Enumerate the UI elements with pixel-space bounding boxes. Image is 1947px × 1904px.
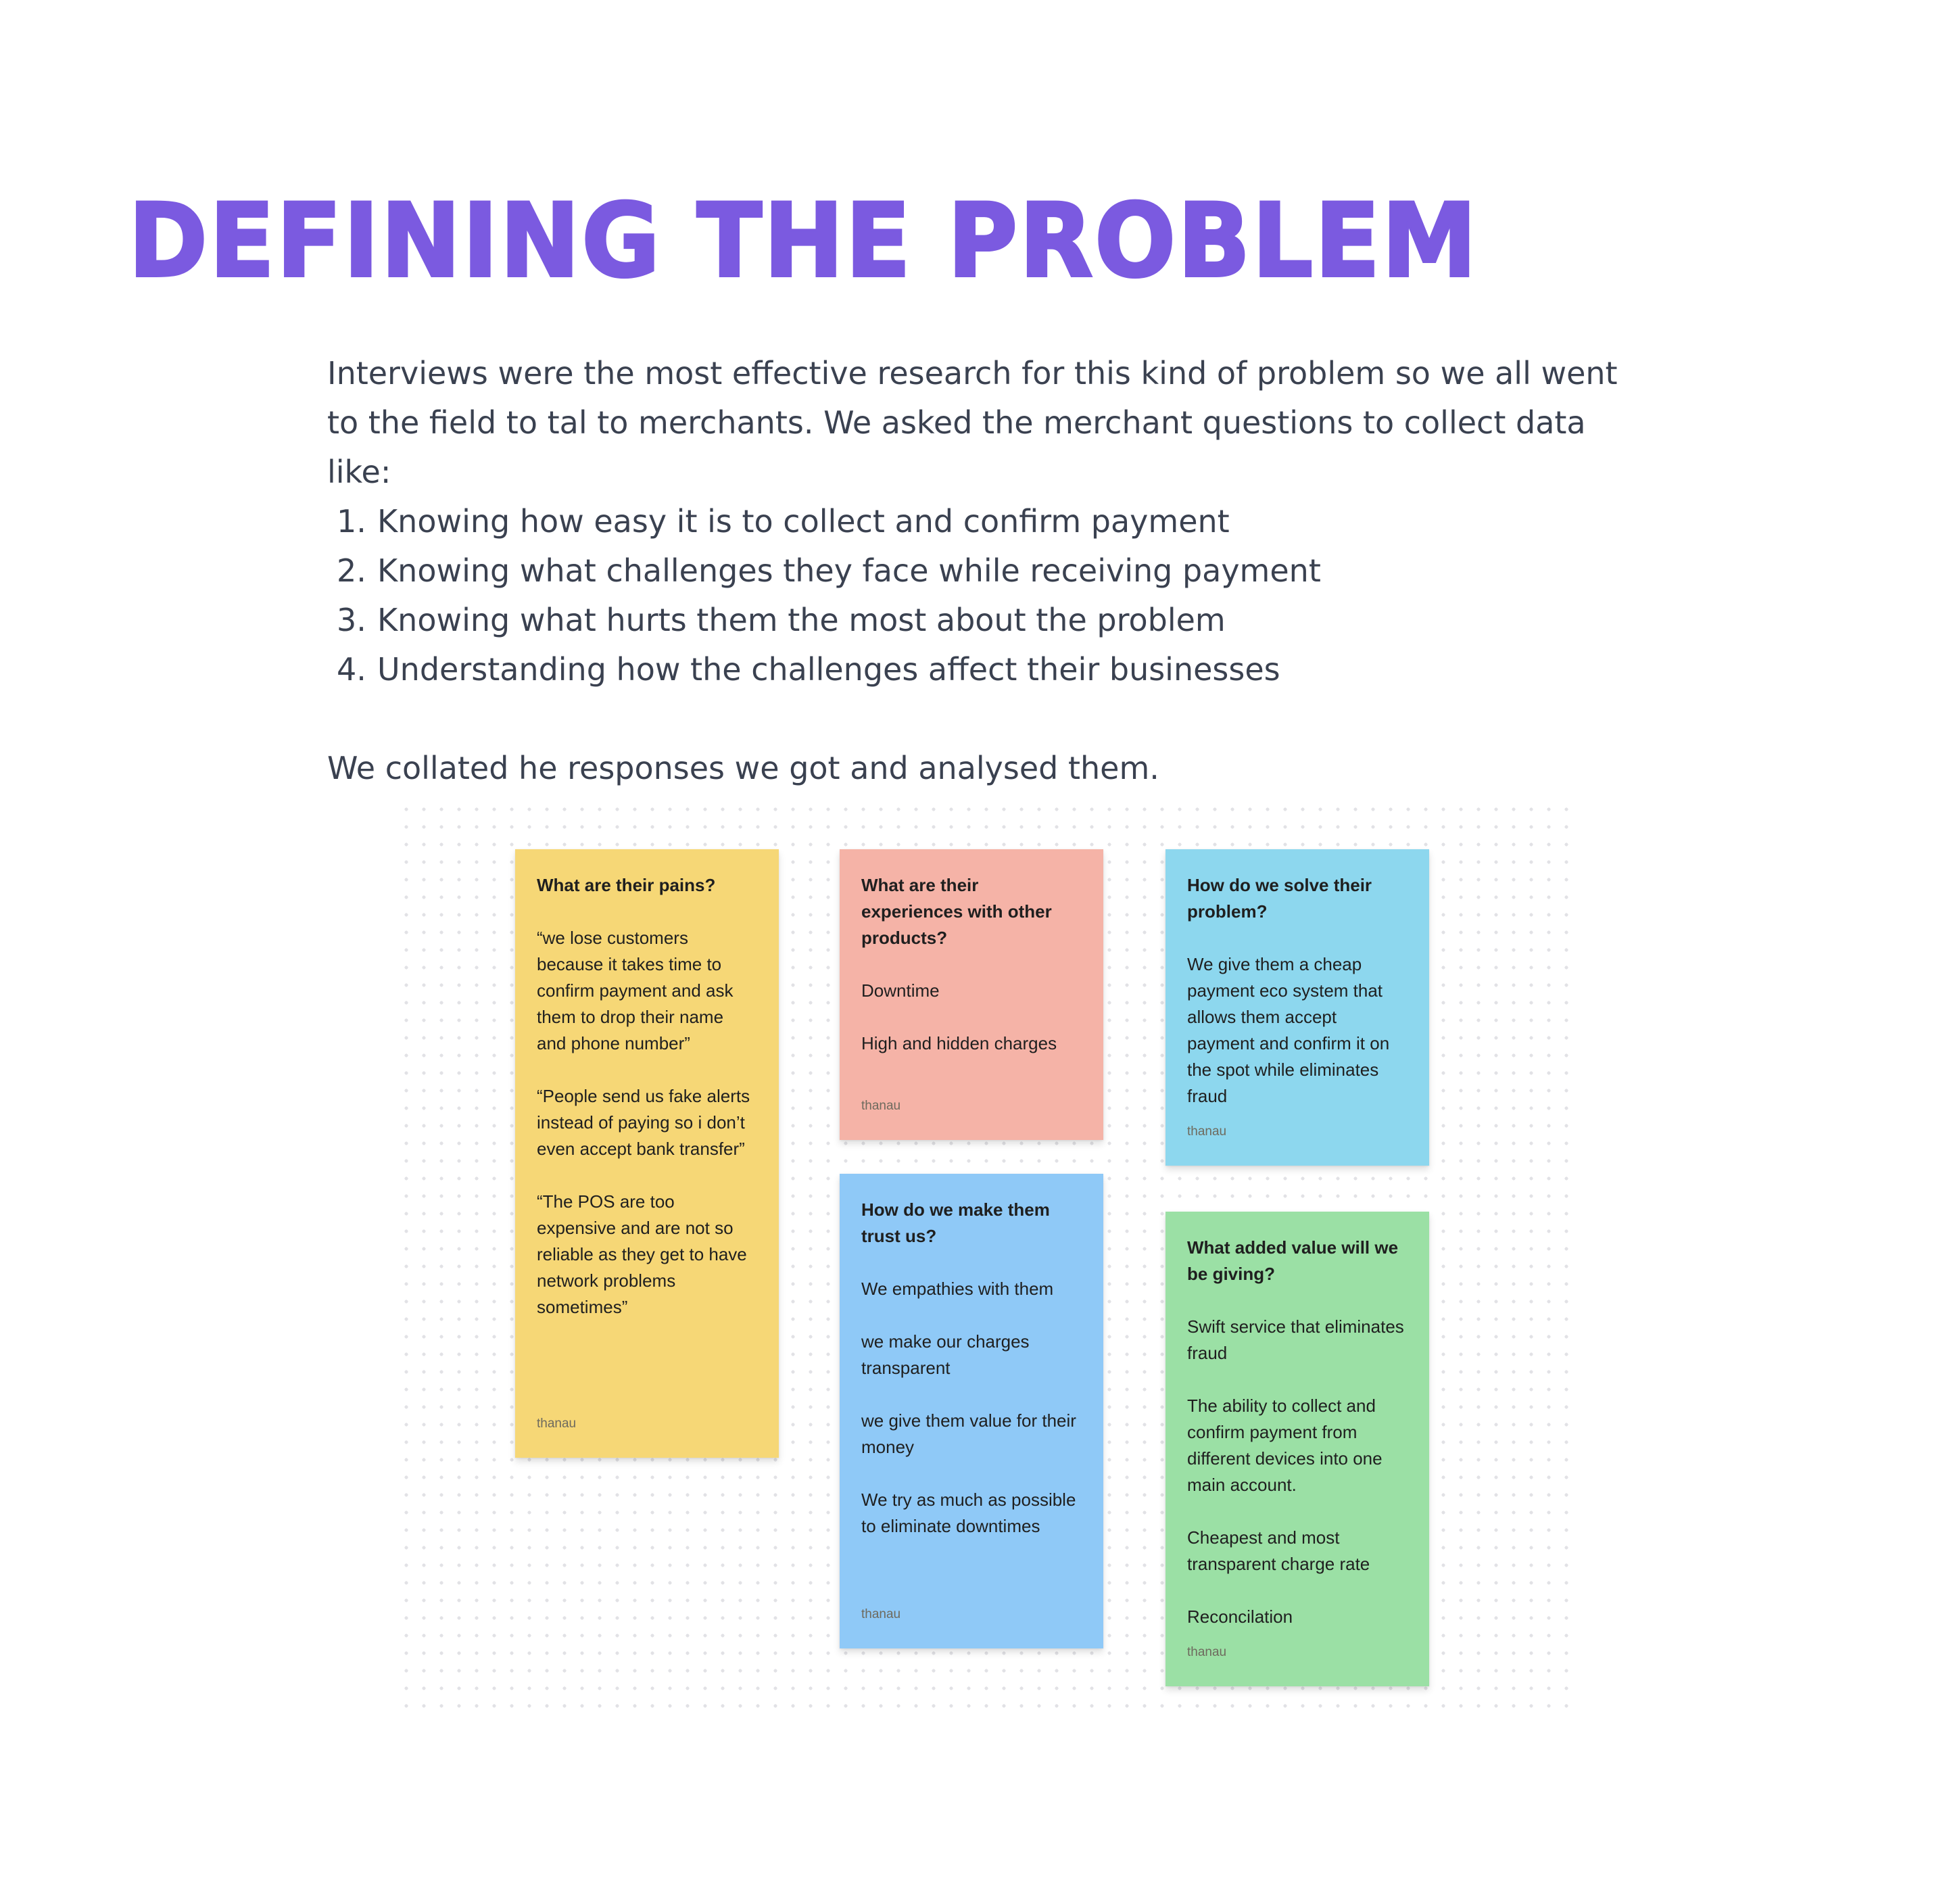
sticky-line: Downtime xyxy=(861,980,940,1001)
sticky-author: thanau xyxy=(1187,1645,1227,1659)
sticky-line: we give them value for their money xyxy=(861,1410,1076,1457)
sticky-line: “we lose customers because it takes time… xyxy=(537,928,734,1053)
sticky-line: We empathies with them xyxy=(861,1279,1054,1299)
list-item: 4. Understanding how the challenges affec… xyxy=(327,645,1652,694)
list-number: 2. xyxy=(337,552,366,589)
sticky-note-trust[interactable]: How do we make them trust us? We empathi… xyxy=(840,1174,1103,1648)
page-title: DEFINING THE PROBLEM xyxy=(127,183,1479,300)
sticky-heading: What are their pains? xyxy=(537,875,716,895)
intro-paragraph: Interviews were the most effective resea… xyxy=(327,355,1618,490)
closing-paragraph: We collated he responses we got and anal… xyxy=(327,750,1159,786)
list-item: 3. Knowing what hurts them the most about… xyxy=(327,596,1652,645)
sticky-line: The ability to collect and confirm payme… xyxy=(1187,1396,1383,1495)
sticky-author: thanau xyxy=(537,1417,577,1431)
list-number: 3. xyxy=(337,602,366,638)
sticky-note-pains[interactable]: What are their pains? “we lose customers… xyxy=(515,849,779,1458)
sticky-heading: How do we make them trust us? xyxy=(861,1199,1050,1246)
list-text: Knowing what challenges they face while … xyxy=(377,552,1321,589)
sticky-line: Cheapest and most transparent charge rat… xyxy=(1187,1527,1370,1574)
list-number: 1. xyxy=(337,503,366,540)
list-item: 1. Knowing how easy it is to collect and … xyxy=(327,497,1652,546)
sticky-note-value[interactable]: What added value will we be giving? Swif… xyxy=(1165,1212,1429,1686)
sticky-line: High and hidden charges xyxy=(861,1033,1057,1053)
sticky-heading: What are their experiences with other pr… xyxy=(861,875,1052,948)
sticky-author: thanau xyxy=(861,1099,901,1113)
sticky-heading: How do we solve their problem? xyxy=(1187,875,1372,922)
sticky-line: “People send us fake alerts instead of p… xyxy=(537,1086,750,1159)
sticky-line: we make our charges transparent xyxy=(861,1331,1030,1378)
sticky-line: We give them a cheap payment eco system … xyxy=(1187,954,1390,1106)
list-text: Understanding how the challenges affect … xyxy=(377,651,1280,688)
sticky-line: Swift service that eliminates fraud xyxy=(1187,1316,1404,1363)
list-number: 4. xyxy=(337,651,366,688)
sticky-line: We try as much as possible to eliminate … xyxy=(861,1490,1076,1536)
list-text: Knowing what hurts them the most about t… xyxy=(377,602,1226,638)
sticky-note-solve[interactable]: How do we solve their problem? We give t… xyxy=(1165,849,1429,1166)
sticky-board: What are their pains? “we lose customers… xyxy=(392,795,1568,1717)
list-text: Knowing how easy it is to collect and co… xyxy=(377,503,1230,540)
sticky-line: Reconcilation xyxy=(1187,1606,1293,1627)
research-questions-list: 1. Knowing how easy it is to collect and … xyxy=(327,497,1652,694)
sticky-note-experiences[interactable]: What are their experiences with other pr… xyxy=(840,849,1103,1140)
list-item: 2. Knowing what challenges they face whil… xyxy=(327,546,1652,596)
intro-text: Interviews were the most effective resea… xyxy=(327,349,1652,793)
sticky-line: “The POS are too expensive and are not s… xyxy=(537,1191,747,1317)
sticky-author: thanau xyxy=(861,1607,901,1621)
sticky-heading: What added value will we be giving? xyxy=(1187,1237,1399,1284)
sticky-author: thanau xyxy=(1187,1124,1227,1139)
